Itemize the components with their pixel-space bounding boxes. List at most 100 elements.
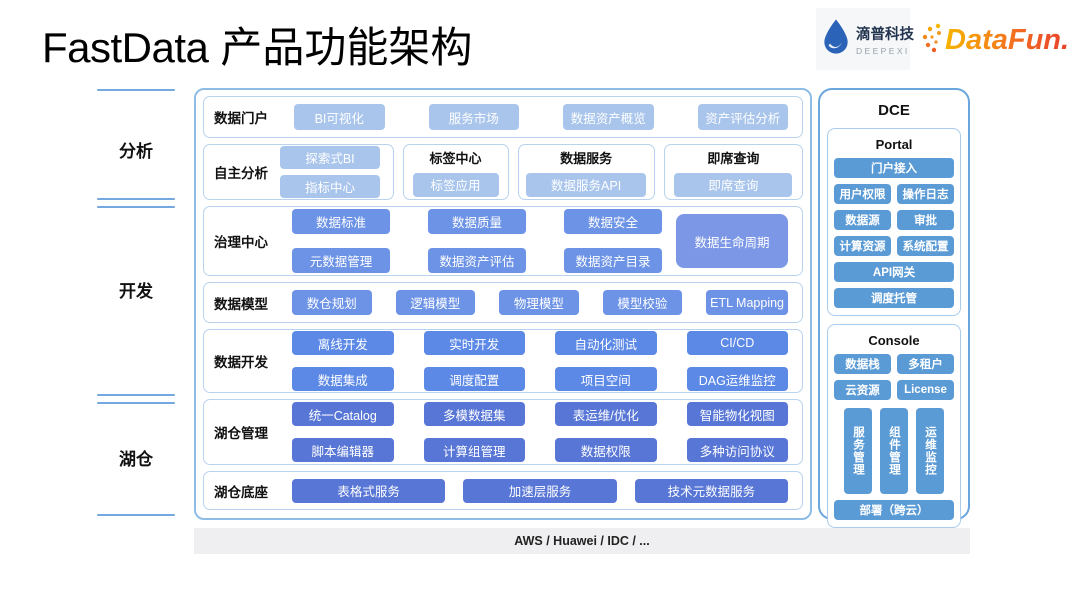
feature-button: 多种访问协议 (686, 438, 788, 462)
feature-button: 调度配置 (423, 367, 525, 391)
feature-button: 表格式服务 (292, 478, 446, 503)
rail-label-lakehouse: 湖仓 (119, 450, 153, 469)
feature-button: 计算资源 (834, 236, 891, 256)
page-title-en: FastData (42, 24, 209, 71)
group-data-service: 数据服务 数据服务API (517, 144, 655, 200)
row-label: 数据门户 (214, 111, 268, 126)
row-lake-mgmt: 湖仓管理 统一Catalog 多模数据集 表运维/优化 智能物化视图 脚本编辑器… (203, 399, 803, 465)
row-label: 湖仓底座 (214, 484, 268, 500)
row-label: 湖仓管理 (214, 426, 268, 441)
deepexi-subtitle: DEEPEXI (856, 45, 910, 56)
portal-box: Portal 门户接入 用户权限 操作日志 数据源 审批 计算资源 系统配置 A… (827, 128, 961, 316)
feature-button: 数据资产目录 (564, 248, 662, 273)
feature-button: 调度托管 (834, 288, 954, 308)
dce-panel: DCE Portal 门户接入 用户权限 操作日志 数据源 审批 计算资源 系统… (818, 88, 970, 528)
group-adhoc-query: 即席查询 即席查询 (663, 144, 803, 200)
row-data-model: 数据模型 数仓规划 逻辑模型 物理模型 模型校验 ETL Mapping (203, 282, 803, 323)
feature-button-lifecycle: 数据生命周期 (676, 214, 788, 268)
row-lake-base: 湖仓底座 表格式服务 加速层服务 技术元数据服务 (203, 471, 803, 510)
feature-button: 数据集成 (292, 367, 394, 391)
feature-button: 逻辑模型 (395, 290, 476, 315)
rail-divider (97, 514, 175, 516)
deepexi-logo: 滴普科技 DEEPEXI (816, 8, 914, 70)
feature-button: 多租户 (897, 354, 954, 374)
group-tag-center: 标签中心 标签应用 (402, 144, 509, 200)
feature-button: 系统配置 (897, 236, 954, 256)
feature-button: 资产评估分析 (697, 104, 788, 130)
feature-button: 数据栈 (834, 354, 891, 374)
row-data-dev: 数据开发 离线开发 实时开发 自动化测试 CI/CD 数据集成 调度配置 项目空… (203, 329, 803, 393)
row-label: 自主分析 (214, 166, 268, 181)
feature-button: 数据安全 (564, 209, 662, 234)
console-box: Console 数据栈 多租户 云资源 License 服务管理 组件管理 运维… (827, 324, 961, 528)
feature-button: 计算组管理 (423, 438, 525, 462)
feature-button: 指标中心 (280, 175, 380, 198)
rail-divider (97, 198, 175, 200)
feature-button: 物理模型 (499, 290, 579, 315)
feature-button: 表运维/优化 (555, 402, 657, 426)
feature-button: 标签应用 (412, 172, 499, 197)
feature-button: DAG运维监控 (686, 367, 788, 391)
feature-button: 加速层服务 (463, 478, 617, 503)
row-analysis-groups: 自主分析 探索式BI 指标中心 标签中心 标签应用 数据服务 数据服务API 即… (203, 144, 803, 200)
rail-divider (97, 402, 175, 404)
page-title-zh: 产品功能架构 (220, 26, 473, 72)
feature-button: 数据资产概览 (563, 104, 654, 130)
deepexi-drop-icon (821, 17, 851, 62)
rail-label-develop: 开发 (119, 282, 153, 301)
rail-label-analysis: 分析 (119, 142, 153, 161)
datafun-logo: DataFun. (920, 18, 1069, 63)
feature-button: 服务市场 (428, 104, 519, 130)
feature-button: 项目空间 (555, 367, 657, 391)
feature-button: 门户接入 (834, 158, 954, 178)
feature-button: 模型校验 (602, 290, 683, 315)
feature-button: 数据资产评估 (428, 248, 526, 273)
deploy-button: 部署（跨云） (834, 500, 954, 520)
feature-button: BI可视化 (294, 104, 385, 130)
feature-button: 数据标准 (292, 209, 390, 234)
feature-button: 操作日志 (897, 184, 954, 204)
feature-button: 数仓规划 (292, 290, 372, 315)
group-title: 标签中心 (429, 150, 482, 166)
infra-bar-text: AWS / Huawei / IDC / ... (514, 534, 650, 548)
feature-button: API网关 (834, 262, 954, 282)
feature-button: 数据源 (834, 210, 891, 230)
deepexi-name: 滴普科技 (856, 26, 914, 43)
group-title: 数据服务 (560, 150, 613, 166)
vertical-button: 服务管理 (844, 408, 872, 494)
vertical-button: 运维监控 (916, 408, 944, 494)
portal-title: Portal (875, 137, 913, 152)
row-governance: 治理中心 数据标准 数据质量 数据安全 元数据管理 数据资产评估 数据资产目录 … (203, 206, 803, 276)
feature-button: 实时开发 (423, 331, 525, 355)
feature-button: License (897, 380, 954, 400)
rail-divider (97, 394, 175, 396)
feature-button: 离线开发 (292, 331, 394, 355)
infra-bar: AWS / Huawei / IDC / ... (194, 528, 970, 554)
feature-button: 即席查询 (674, 172, 793, 197)
feature-button: 云资源 (834, 380, 891, 400)
row-label: 数据模型 (214, 296, 268, 312)
group-self-analysis: 自主分析 探索式BI 指标中心 (203, 144, 394, 200)
feature-button: 数据服务API (526, 172, 647, 197)
rail-divider (97, 89, 175, 91)
console-title: Console (868, 333, 920, 348)
feature-button: 自动化测试 (555, 331, 657, 355)
feature-button: 用户权限 (834, 184, 891, 204)
feature-button: 脚本编辑器 (292, 438, 394, 462)
architecture-panel: 数据门户 BI可视化 服务市场 数据资产概览 资产评估分析 自主分析 探索式BI… (194, 88, 812, 520)
row-label: 治理中心 (214, 235, 268, 250)
feature-button: 多模数据集 (423, 402, 525, 426)
datafun-dots-icon (920, 18, 944, 63)
feature-button: 统一Catalog (292, 402, 394, 426)
feature-button: 审批 (897, 210, 954, 230)
vertical-button: 组件管理 (880, 408, 908, 494)
feature-button: 技术元数据服务 (634, 478, 788, 503)
row-label: 数据开发 (214, 355, 268, 370)
feature-button: 探索式BI (280, 146, 380, 169)
row-data-portal: 数据门户 BI可视化 服务市场 数据资产概览 资产评估分析 (203, 96, 803, 138)
feature-button: ETL Mapping (706, 290, 789, 315)
dce-title: DCE (878, 102, 910, 119)
rail-divider (97, 206, 175, 208)
datafun-wordmark: DataFun. (945, 24, 1070, 56)
